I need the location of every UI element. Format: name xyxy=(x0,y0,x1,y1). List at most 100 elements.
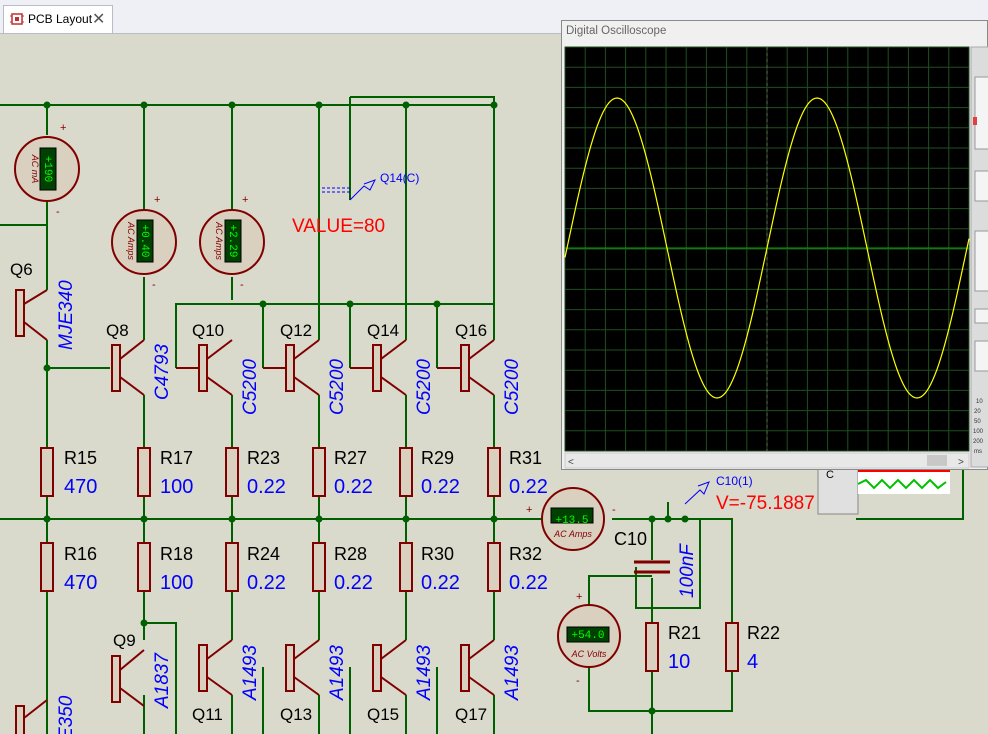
transistor-name: Q6 xyxy=(10,260,33,279)
resistor-name: R29 xyxy=(421,448,454,468)
resistor-value: 0.22 xyxy=(334,572,373,594)
transistor-q13[interactable]: Q13 A1493 xyxy=(280,639,348,724)
meter-value: +54.0 xyxy=(571,630,604,642)
resistor-name: R21 xyxy=(668,623,701,643)
scroll-right-icon: > xyxy=(958,457,964,468)
resistor-name: R17 xyxy=(160,448,193,468)
svg-text:20: 20 xyxy=(974,409,981,415)
probe-value: VALUE=80 xyxy=(292,216,385,237)
meter-ac-ma[interactable]: +190 AC mA +- xyxy=(14,122,80,218)
resistor-name: R22 xyxy=(747,623,780,643)
meter-ac-amps-1[interactable]: +0.40 AC Amps +- xyxy=(111,194,177,291)
svg-text:100: 100 xyxy=(973,429,984,435)
transistor-q16[interactable]: Q16 C5200 xyxy=(437,321,523,415)
resistor-name: R23 xyxy=(247,448,280,468)
resistor-value: 0.22 xyxy=(509,476,548,498)
transistor-name: Q17 xyxy=(455,705,487,724)
svg-text:ms: ms xyxy=(974,449,982,455)
schematic-canvas[interactable]: +190 AC mA +- +0.40 AC Amps + - +2.29 AC … xyxy=(0,34,988,734)
oscilloscope-body: < > 10 20 50 100 200 ms xyxy=(564,46,988,469)
pcb-icon xyxy=(10,13,24,25)
transistor-part: A1493 xyxy=(502,645,523,701)
transistor-q8[interactable]: Q8 C4793 xyxy=(106,321,173,400)
transistor-part: C5200 xyxy=(502,359,523,415)
svg-text:-: - xyxy=(612,504,616,516)
resistor-name: R15 xyxy=(64,448,97,468)
scope-scrollbar xyxy=(564,452,970,469)
svg-text:+: + xyxy=(526,504,532,516)
resistor-value: 0.22 xyxy=(247,476,286,498)
meter-value: +190 xyxy=(41,156,53,182)
transistor-q9[interactable]: Q9 A1837 xyxy=(111,631,173,709)
transistor-name: Q8 xyxy=(106,321,129,340)
transistor-part: A1493 xyxy=(327,645,348,701)
svg-text:-: - xyxy=(576,675,580,687)
resistor-name: R32 xyxy=(509,544,542,564)
meter-ac-amps-3[interactable]: +13.5 AC Amps + - xyxy=(526,487,616,551)
tab-pcb-layout[interactable]: PCB Layout ✕ xyxy=(3,5,113,33)
transistor-name: Q16 xyxy=(455,321,487,340)
probe-c10[interactable]: C10(1) V=-75.1887 xyxy=(684,474,815,514)
transistor-part: E350 xyxy=(56,695,77,734)
oscilloscope-window[interactable]: Digital Oscilloscope < > 10 20 50 100 20… xyxy=(561,20,988,470)
resistor-value: 470 xyxy=(64,572,97,594)
scrollbar-thumb xyxy=(927,455,947,466)
svg-text:-: - xyxy=(56,206,60,218)
probe-q14[interactable]: Q14(C) VALUE=80 xyxy=(292,171,419,237)
hidden-component: C xyxy=(817,465,950,515)
svg-text:-: - xyxy=(152,279,156,291)
transistor-name: Q10 xyxy=(192,321,224,340)
resistor-name: R31 xyxy=(509,448,542,468)
scope-trace xyxy=(564,97,970,399)
probe-value: V=-75.1887 xyxy=(716,493,815,514)
resistor-value: 4 xyxy=(747,651,758,673)
resistor-value: 0.22 xyxy=(421,572,460,594)
transistor-q6[interactable]: Q6 MJE340 xyxy=(10,260,77,350)
resistor-name: R27 xyxy=(334,448,367,468)
probe-label: Q14(C) xyxy=(380,171,419,185)
transistor-q10[interactable]: Q10 C5200 xyxy=(176,321,261,415)
transistor-part: C5200 xyxy=(240,359,261,415)
meter-value: +13.5 xyxy=(555,515,588,527)
resistor-value: 470 xyxy=(64,476,97,498)
svg-text:+: + xyxy=(154,194,160,206)
transistor-q17[interactable]: Q17 A1493 xyxy=(455,639,523,724)
transistor-q14[interactable]: Q14 C5200 xyxy=(350,321,435,415)
resistor-value: 0.22 xyxy=(334,476,373,498)
close-icon[interactable]: ✕ xyxy=(92,11,106,28)
meter-value: +2.29 xyxy=(226,224,238,257)
svg-text:+: + xyxy=(576,591,582,603)
svg-text:50: 50 xyxy=(974,419,981,425)
transistor-part: A1837 xyxy=(152,652,173,709)
capacitor-c10[interactable]: C10 100nF xyxy=(614,529,698,598)
transistor-name: Q13 xyxy=(280,705,312,724)
transistor-q11[interactable]: Q11 A1493 xyxy=(192,639,261,724)
transistor-part: C5200 xyxy=(327,359,348,415)
transistor-name: Q14 xyxy=(367,321,399,340)
transistor-q12[interactable]: Q12 C5200 xyxy=(263,321,348,415)
resistor-labels: R15 470 R17 100 R23 0.22 R27 0.22 R29 0.… xyxy=(64,448,780,673)
resistor-value: 100 xyxy=(160,572,193,594)
resistor-name: R28 xyxy=(334,544,367,564)
svg-text:+: + xyxy=(242,194,248,206)
svg-text:200: 200 xyxy=(973,439,984,445)
transistor-part: A1493 xyxy=(240,645,261,701)
meter-value: +0.40 xyxy=(138,224,150,257)
resistor-value: 0.22 xyxy=(509,572,548,594)
resistor-name: R16 xyxy=(64,544,97,564)
junctions xyxy=(43,101,689,715)
tab-label: PCB Layout xyxy=(28,12,93,26)
meter-ac-volts[interactable]: +54.0 AC Volts +- xyxy=(557,591,621,687)
resistor-value: 10 xyxy=(668,651,690,673)
resistor-value: 0.22 xyxy=(421,476,460,498)
capacitor-name: C10 xyxy=(614,529,647,549)
resistors xyxy=(40,447,739,672)
meter-unit: AC Amps xyxy=(553,529,592,539)
meter-unit: AC Amps xyxy=(214,221,224,260)
meter-ac-amps-2[interactable]: +2.29 AC Amps +- xyxy=(199,194,265,291)
capacitor-value: 100nF xyxy=(677,543,698,598)
svg-text:10: 10 xyxy=(976,399,983,405)
transistor-part: C4793 xyxy=(152,344,173,400)
transistor-q15[interactable]: Q15 A1493 xyxy=(367,639,435,724)
transistor-q7[interactable]: E350 xyxy=(15,695,77,734)
